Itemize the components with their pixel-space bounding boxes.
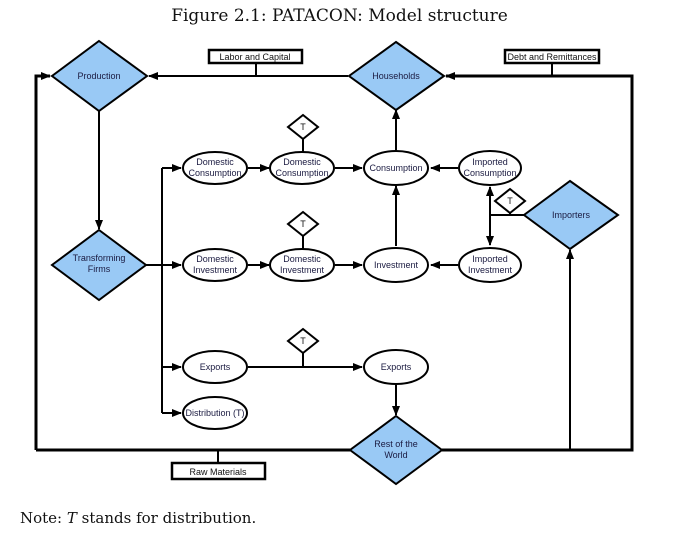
t-marker-imports: T — [493, 187, 527, 215]
node-consumption: Consumption — [363, 150, 429, 186]
svg-text:Imported: Imported — [472, 254, 508, 264]
arrow-row-to-production — [34, 72, 51, 450]
node-domestic-investment-1: Domestic Investment — [182, 248, 248, 282]
svg-text:Domestic: Domestic — [283, 254, 321, 264]
svg-text:Transforming: Transforming — [73, 253, 126, 263]
t-marker-exports: T — [286, 327, 320, 355]
svg-text:Domestic: Domestic — [283, 157, 321, 167]
svg-text:Domestic: Domestic — [196, 254, 234, 264]
svg-text:Production: Production — [77, 71, 120, 81]
svg-text:Investment: Investment — [468, 265, 513, 275]
svg-text:Importers: Importers — [552, 210, 591, 220]
label-labor-capital: Labor and Capital — [207, 48, 304, 65]
note-symbol: T — [66, 509, 77, 527]
svg-text:Imported: Imported — [472, 157, 508, 167]
node-domestic-consumption-2: Domestic Consumption — [269, 151, 335, 185]
node-exports-1: Exports — [182, 350, 248, 384]
node-production: Production — [50, 39, 149, 113]
svg-text:Rest of the: Rest of the — [374, 439, 418, 449]
t-marker-investment: T — [286, 210, 320, 238]
figure-note: Note: T stands for distribution. — [20, 509, 256, 527]
outer-flow-lines — [34, 63, 634, 463]
svg-text:Consumption: Consumption — [369, 163, 422, 173]
note-prefix: Note: — [20, 509, 67, 527]
svg-text:Consumption: Consumption — [188, 168, 241, 178]
svg-text:Labor and Capital: Labor and Capital — [219, 52, 290, 62]
svg-text:Investment: Investment — [374, 260, 419, 270]
node-domestic-investment-2: Domestic Investment — [269, 248, 335, 282]
node-distribution: Distribution (T) — [182, 396, 248, 430]
node-investment: Investment — [363, 247, 429, 283]
svg-text:Investment: Investment — [193, 265, 238, 275]
svg-text:Consumption: Consumption — [463, 168, 516, 178]
svg-text:Raw Materials: Raw Materials — [189, 467, 247, 477]
node-domestic-consumption-1: Domestic Consumption — [182, 151, 248, 185]
node-importers: Importers — [522, 179, 620, 251]
node-exports-2: Exports — [363, 349, 429, 385]
svg-text:Exports: Exports — [381, 362, 412, 372]
node-households: Households — [347, 40, 446, 112]
svg-text:Households: Households — [372, 71, 420, 81]
node-imported-investment: Imported Investment — [458, 247, 522, 283]
node-transforming-firms: Transforming Firms — [50, 228, 148, 302]
svg-text:Distribution (T): Distribution (T) — [185, 408, 244, 418]
svg-text:Consumption: Consumption — [275, 168, 328, 178]
node-imported-consumption: Imported Consumption — [458, 150, 522, 186]
note-suffix: stands for distribution. — [76, 509, 257, 527]
svg-text:Domestic: Domestic — [196, 157, 234, 167]
svg-text:Investment: Investment — [280, 265, 325, 275]
figure-title: Figure 2.1: PATACON: Model structure — [171, 6, 508, 26]
svg-text:T: T — [300, 336, 306, 346]
label-debt-remittances: Debt and Remittances — [503, 48, 601, 65]
t-marker-consumption: T — [286, 113, 320, 141]
node-rest-of-world: Rest of the World — [348, 414, 444, 486]
label-raw-materials: Raw Materials — [170, 461, 267, 481]
svg-text:Debt and Remittances: Debt and Remittances — [507, 52, 597, 62]
svg-text:T: T — [507, 196, 513, 206]
firms-distribution-lines — [146, 109, 524, 417]
svg-text:Exports: Exports — [200, 362, 231, 372]
svg-text:World: World — [384, 450, 407, 460]
svg-text:Firms: Firms — [88, 264, 111, 274]
arrow-row-to-households — [442, 72, 634, 452]
svg-text:T: T — [300, 122, 306, 132]
svg-text:T: T — [300, 219, 306, 229]
